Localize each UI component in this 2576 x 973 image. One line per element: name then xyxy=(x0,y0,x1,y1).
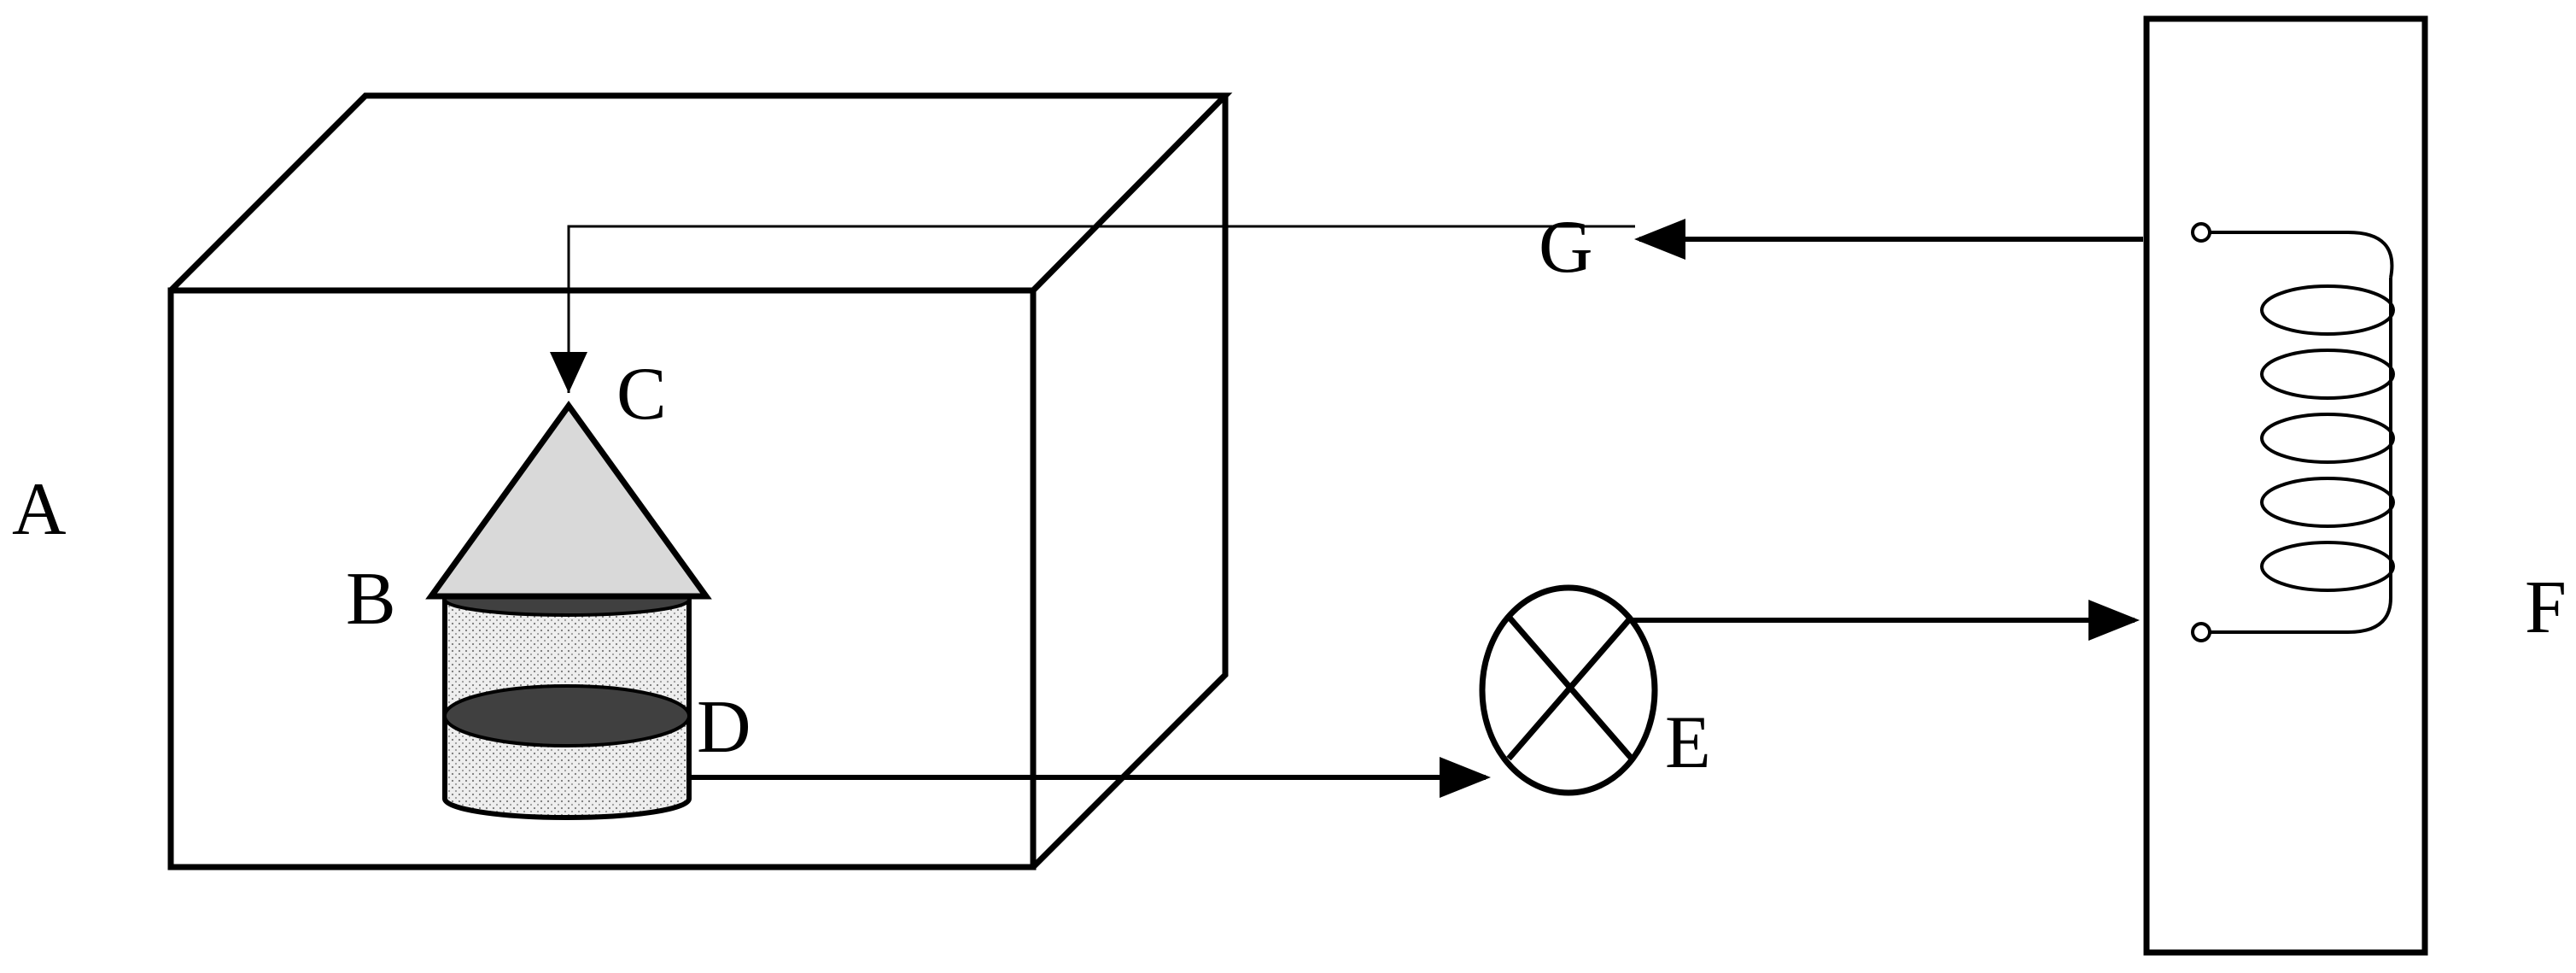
label-A: A xyxy=(12,468,67,551)
box-top-face xyxy=(168,92,1233,293)
terminal-bottom xyxy=(2191,622,2211,642)
label-C: C xyxy=(616,353,667,436)
arrowhead-into-C xyxy=(550,352,587,393)
enclosure-box xyxy=(167,92,1233,870)
control-box-F xyxy=(2143,15,2428,956)
label-B: B xyxy=(346,558,396,641)
disc-middle xyxy=(443,684,691,747)
sample-cylinder xyxy=(442,583,692,820)
box-side-face xyxy=(1031,96,1229,870)
label-F: F xyxy=(2525,566,2567,649)
label-G: G xyxy=(1539,206,1593,289)
feed-line-G-to-C xyxy=(567,225,1635,393)
coil-icon xyxy=(2210,231,2395,634)
box-front-face xyxy=(167,287,1037,870)
terminal-top xyxy=(2191,222,2211,243)
label-D: D xyxy=(697,686,751,769)
cone-C xyxy=(425,401,712,600)
control-box-frame xyxy=(2143,15,2428,956)
circle-cross-icon xyxy=(1479,584,1658,796)
label-E: E xyxy=(1665,701,1711,784)
